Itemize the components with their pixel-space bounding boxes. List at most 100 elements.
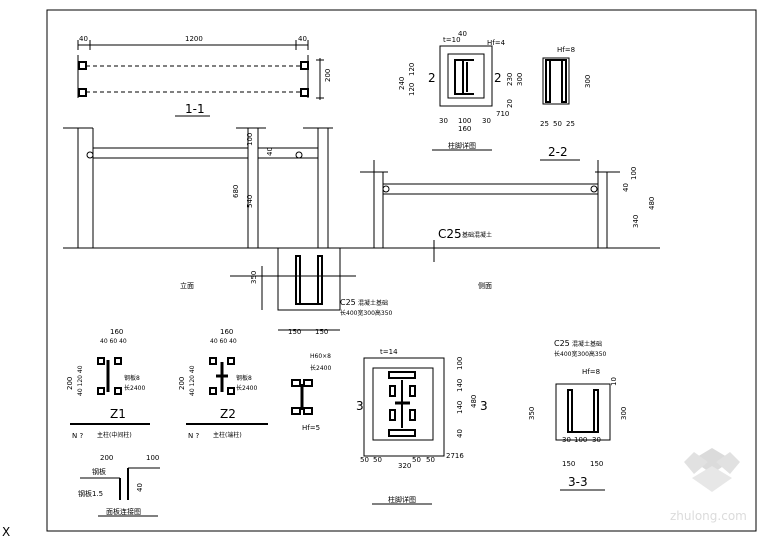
dimension-text: 50 xyxy=(360,456,369,464)
dim-680: 680 xyxy=(232,185,240,198)
foundation-block: 350 150 150 C25 混凝土基础 长400宽300高350 xyxy=(230,247,393,336)
dimension-text: 长2400 xyxy=(236,384,257,392)
hf5: Hf=5 xyxy=(302,424,320,432)
dimension-text: 200 xyxy=(100,454,113,462)
label-z1: Z1 xyxy=(110,407,126,421)
s22-hf8: Hf=8 xyxy=(557,46,575,54)
base-detail-top: t=10 40 Hf=4 2 2 240 120 120 230 300 20 … xyxy=(398,30,524,151)
dimension-text: N ? xyxy=(72,432,83,440)
det-100: 100 xyxy=(458,117,471,125)
dimension-text: 30 xyxy=(592,436,601,444)
dim-150b: 150 xyxy=(315,328,328,336)
dim-350-base: 350 xyxy=(250,271,258,284)
dim-200: 200 xyxy=(324,69,332,82)
dimension-text: t=14 xyxy=(380,348,398,356)
det-300: 300 xyxy=(516,73,524,86)
det-20: 20 xyxy=(506,99,514,108)
s22-25a: 25 xyxy=(540,120,549,128)
dimension-text: H60×8 xyxy=(310,353,331,360)
dimension-text: 2716 xyxy=(446,452,464,460)
det-40: 40 xyxy=(458,30,467,38)
label-z2: Z2 xyxy=(220,407,236,421)
plate-title: 柱脚详图 xyxy=(388,495,416,504)
dimension-text: 钢板8 xyxy=(124,374,140,382)
dimension-text: 50 xyxy=(426,456,435,464)
dimension-text: 30 xyxy=(562,436,571,444)
dim-100-col: 100 xyxy=(246,133,254,146)
section-label-2-2: 2-2 xyxy=(548,145,568,159)
dimension-text: 钢板1.5 xyxy=(78,489,103,498)
dimension-text: 300 xyxy=(620,407,628,420)
dim-540: 540 xyxy=(246,195,254,208)
drawing-border xyxy=(46,9,757,532)
c25-base-suffix: 混凝土基础 xyxy=(358,299,388,307)
dimension-text: 100 xyxy=(574,436,587,444)
dimension-text: 主柱(中间柱) xyxy=(97,431,132,439)
det-title: 柱脚详图 xyxy=(448,141,476,150)
column-h-section: H60×8 长2400 Hf=5 xyxy=(291,353,331,432)
section-1-1: 40 1200 40 200 1-1 xyxy=(77,35,332,117)
wall-title: 面板连接图 xyxy=(106,507,141,516)
det-30a: 30 xyxy=(439,117,448,125)
det-160: 160 xyxy=(458,125,471,133)
dimension-text: 100 xyxy=(146,454,159,462)
dimension-text: 150 xyxy=(590,460,603,468)
dimension-text: C25 xyxy=(554,339,570,348)
det-hf4: Hf=4 xyxy=(487,39,506,47)
dimension-text: 长2400 xyxy=(310,364,331,372)
dimension-text: 3 xyxy=(356,399,364,413)
dimension-text: 200 xyxy=(66,377,74,390)
dim-40-col: 40 xyxy=(266,147,274,156)
dimension-text: 40 xyxy=(136,483,144,492)
dim-40-left: 40 xyxy=(79,35,88,43)
section-mark-2b: 2 xyxy=(494,71,502,85)
dimension-text: N ? xyxy=(188,432,199,440)
side-elevation: 100 40 340 480 C25 基础混凝土 侧面 xyxy=(360,160,656,290)
wall-connection-detail: 200 100 钢板 钢板1.5 40 面板连接图 xyxy=(78,454,160,517)
c25-base-label: C25 xyxy=(340,298,356,307)
dim-480: 480 xyxy=(648,197,656,210)
dimension-text: 3 xyxy=(480,399,488,413)
watermark-text: zhulong.com xyxy=(670,509,747,523)
dim-40-right: 40 xyxy=(622,183,630,192)
dimension-text: 钢板 xyxy=(92,467,106,476)
section-mark-2a: 2 xyxy=(428,71,436,85)
dimension-text: 150 xyxy=(562,460,575,468)
dimension-text: 100 xyxy=(456,357,464,370)
dimension-text: 主柱(端柱) xyxy=(213,431,242,439)
dimension-text: 480 xyxy=(470,395,478,408)
section-label-3-3: 3-3 xyxy=(568,475,588,489)
dimension-text: 40 120 40 xyxy=(189,365,196,396)
det-710: 710 xyxy=(496,110,509,118)
c25-main-suffix: 基础混凝土 xyxy=(462,231,492,239)
dimension-text: 160 xyxy=(110,328,123,336)
det-t10: t=10 xyxy=(443,36,461,44)
dimension-text: 40 xyxy=(456,429,464,438)
dim-40-right: 40 xyxy=(298,35,307,43)
label-side-elev: 侧面 xyxy=(478,281,492,290)
section-3-3: C25 混凝土基础 长400宽300高350 Hf=8 10 350 300 3… xyxy=(528,339,628,491)
c25-main-label: C25 xyxy=(438,227,462,241)
s22-50: 50 xyxy=(553,120,562,128)
dimension-text: 40 60 40 xyxy=(100,338,127,345)
det-230: 230 xyxy=(506,73,514,86)
dimension-text: 200 xyxy=(178,377,186,390)
dimension-text: 50 xyxy=(412,456,421,464)
section-label-1-1: 1-1 xyxy=(185,102,205,116)
corner-mark: X xyxy=(2,525,10,539)
dimension-text: 350 xyxy=(528,407,536,420)
dimension-text: 40 120 40 xyxy=(77,365,84,396)
dimension-text: 长2400 xyxy=(124,384,145,392)
base-plate-detail: t=14 100 140 140 480 40 50 50 50 50 320 … xyxy=(356,348,488,505)
dimension-text: Hf=8 xyxy=(582,368,600,376)
dimension-text: 160 xyxy=(220,328,233,336)
dimension-text: 140 xyxy=(456,379,464,392)
dim-340: 340 xyxy=(632,215,640,228)
dim-1200: 1200 xyxy=(185,35,203,43)
front-elevation: 100 40 680 540 立面 xyxy=(63,127,333,290)
dimension-text: 长400宽300高350 xyxy=(554,350,607,358)
section-2-2: Hf=8 300 25 50 25 2-2 xyxy=(540,46,592,161)
dimension-text: 钢板8 xyxy=(236,374,252,382)
det-120b: 120 xyxy=(408,83,416,96)
